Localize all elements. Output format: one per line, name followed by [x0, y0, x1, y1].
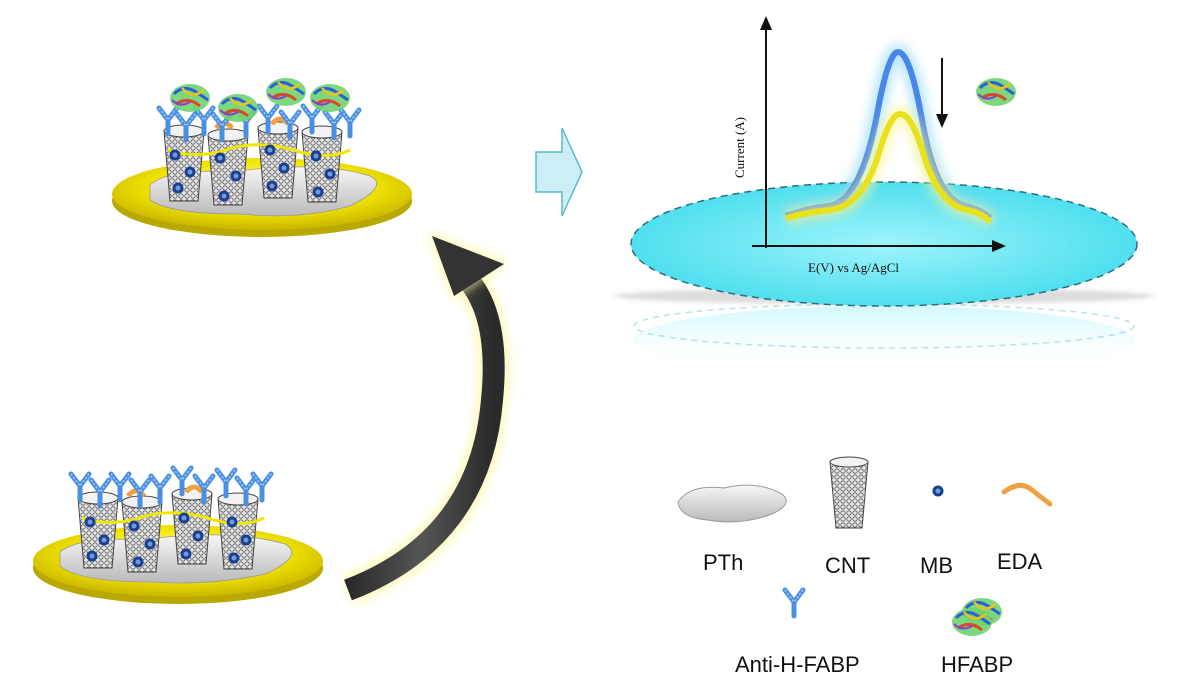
legend-eda-shape: [1001, 483, 1053, 507]
hollow-arrow: [535, 127, 583, 217]
legend-cnt-shape: [829, 456, 869, 529]
x-axis-label: E(V) vs Ag/AgCl: [808, 260, 899, 275]
legend: [677, 456, 1053, 638]
hfabp-analyte-icon: [974, 76, 1018, 108]
sensor-platform-ellipse: [630, 181, 1138, 307]
graph-area: Current (A) E(V) vs Ag/AgCl: [614, 16, 1154, 374]
curved-arrow: [342, 232, 510, 605]
legend-mb-label: MB: [920, 553, 953, 578]
legend-pth-shape: [677, 484, 787, 523]
legend-antibody-shape: [785, 590, 803, 616]
y-axis-label: Current (A): [732, 117, 747, 178]
legend-eda-label: EDA: [997, 549, 1043, 574]
legend-pth-label: PTh: [703, 550, 744, 575]
peak-curve-yellow: [785, 110, 993, 224]
electrode-bottom: [33, 468, 323, 604]
eda-links-bottom: [126, 484, 204, 498]
legend-mb-shape: [932, 485, 944, 497]
legend-antibody-label: Anti-H-FABP: [735, 652, 860, 677]
electrode-top: [112, 76, 412, 237]
legend-hfabp-label: HFABP: [941, 652, 1014, 677]
legend-cnt-label: CNT: [825, 553, 871, 578]
legend-hfabp-shape: [950, 596, 1004, 638]
